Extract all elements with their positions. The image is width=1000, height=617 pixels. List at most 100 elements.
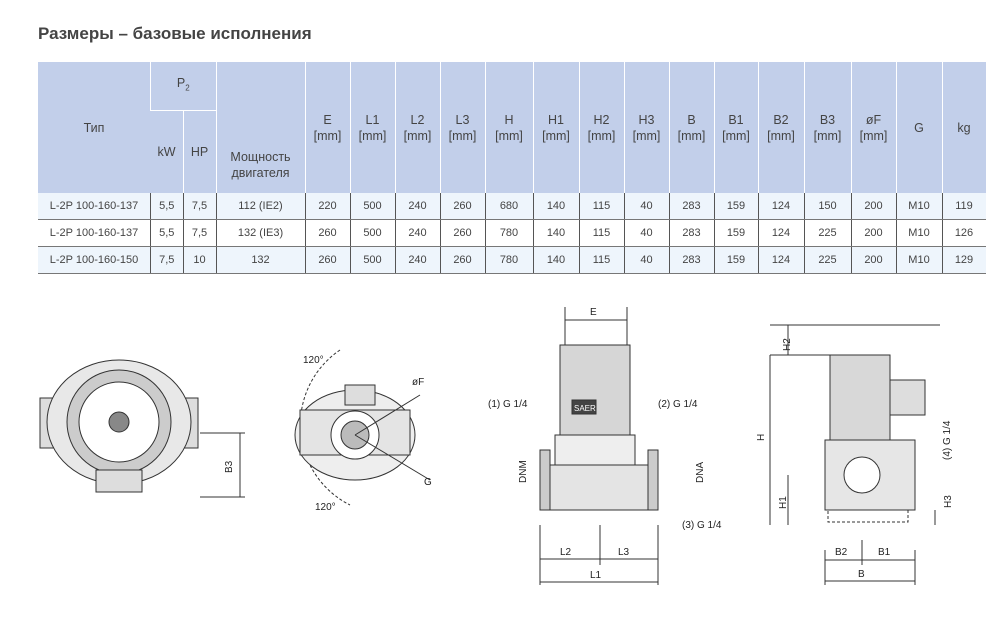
table-cell: 5,5 — [150, 219, 183, 247]
label-g4: (4) G 1/4 — [942, 420, 953, 460]
table-cell: 240 — [394, 246, 440, 274]
header-of: øF[mm] — [850, 62, 896, 193]
table-cell: 10 — [182, 246, 216, 274]
table-cell: 780 — [484, 219, 533, 247]
label-l3: L3 — [618, 547, 630, 558]
flange-view-drawing: 120° 120° øF G — [294, 349, 432, 513]
table-cell: 500 — [349, 246, 395, 274]
table-cell: 119 — [941, 193, 986, 220]
table-cell: M10 — [895, 246, 942, 274]
table-cell: 129 — [941, 246, 986, 274]
header-motor: Мощность двигателя — [215, 62, 305, 193]
table-cell: L-2P 100-160-150 — [38, 246, 151, 274]
table-cell: 240 — [394, 193, 440, 220]
table-cell: 780 — [484, 246, 533, 274]
header-e: E[mm] — [304, 62, 350, 193]
label-g: G — [424, 477, 432, 488]
table-cell: 260 — [304, 246, 350, 274]
table-cell: L-2P 100-160-137 — [38, 219, 151, 247]
front-view-drawing: SAER E (1) G 1/4 (2) G 1/4 DNM DNA L2 L3… — [488, 307, 722, 585]
label-f: øF — [412, 377, 424, 388]
table-cell: 132 — [215, 246, 305, 274]
label-dnm: DNM — [518, 460, 529, 483]
header-h: H[mm] — [484, 62, 533, 193]
table-cell: 112 (IE2) — [215, 193, 305, 220]
table-cell: 132 (IE3) — [215, 219, 305, 247]
header-g: G — [895, 62, 942, 193]
header-b3: B3[mm] — [803, 62, 851, 193]
table-cell: 115 — [578, 246, 624, 274]
header-b1: B1[mm] — [713, 62, 758, 193]
table-cell: 126 — [941, 219, 986, 247]
label-angle-bottom: 120° — [315, 502, 336, 513]
table-cell: 40 — [623, 246, 669, 274]
table-cell: 150 — [803, 193, 851, 220]
header-p2: P2 — [150, 62, 216, 111]
table-cell: 40 — [623, 193, 669, 220]
label-g1: (1) G 1/4 — [488, 399, 528, 410]
label-g3: (3) G 1/4 — [682, 520, 722, 531]
table-cell: 140 — [532, 193, 579, 220]
table-cell: M10 — [895, 193, 942, 220]
header-h3: H3[mm] — [623, 62, 669, 193]
table-cell: 260 — [439, 246, 485, 274]
brand-label: SAER — [574, 404, 596, 413]
header-b: B[mm] — [668, 62, 714, 193]
table-cell: 260 — [304, 219, 350, 247]
label-b3: B3 — [224, 460, 235, 473]
table-cell: M10 — [895, 219, 942, 247]
label-dna: DNA — [695, 462, 706, 483]
label-e: E — [590, 307, 597, 318]
page-title: Размеры – базовые исполнения — [38, 24, 312, 43]
table-cell: 500 — [349, 193, 395, 220]
table-cell: 124 — [757, 246, 804, 274]
table-cell: 260 — [439, 193, 485, 220]
label-h: H — [756, 434, 767, 441]
label-h2: H2 — [782, 338, 793, 351]
table-cell: 283 — [668, 246, 714, 274]
table-cell: 200 — [850, 219, 896, 247]
table-cell: 680 — [484, 193, 533, 220]
table-cell: 140 — [532, 246, 579, 274]
table-cell: 124 — [757, 219, 804, 247]
table-cell: 283 — [668, 219, 714, 247]
table-cell: 159 — [713, 193, 758, 220]
label-b: B — [858, 569, 865, 580]
table-cell: 200 — [850, 246, 896, 274]
header-l1: L1[mm] — [349, 62, 395, 193]
label-angle-top: 120° — [303, 355, 324, 366]
table-cell: 200 — [850, 193, 896, 220]
label-b1: B1 — [878, 547, 891, 558]
header-l3: L3[mm] — [439, 62, 485, 193]
table-cell: 283 — [668, 193, 714, 220]
table-cell: 7,5 — [182, 193, 216, 220]
pump-drawings: B3 120° 120° øF G SAER E (1) G 1/4 (2) G… — [39, 307, 954, 585]
table-cell: 115 — [578, 193, 624, 220]
table-cell: 260 — [439, 219, 485, 247]
table-cell: L-2P 100-160-137 — [38, 193, 151, 220]
table-cell: 140 — [532, 219, 579, 247]
table-cell: 5,5 — [150, 193, 183, 220]
table-cell: 225 — [803, 219, 851, 247]
header-b2: B2[mm] — [757, 62, 804, 193]
table-cell: 7,5 — [150, 246, 183, 274]
table-cell: 159 — [713, 246, 758, 274]
label-l1: L1 — [590, 570, 602, 581]
label-l2: L2 — [560, 547, 572, 558]
table-cell: 7,5 — [182, 219, 216, 247]
header-h2: H2[mm] — [578, 62, 624, 193]
header-kw: kW — [150, 110, 183, 193]
table-cell: 240 — [394, 219, 440, 247]
header-h1: H1[mm] — [532, 62, 579, 193]
label-h3: H3 — [943, 495, 954, 508]
header-hp: HP — [182, 110, 216, 193]
header-l2: L2[mm] — [394, 62, 440, 193]
top-view-drawing: B3 — [39, 359, 245, 498]
header-kg: kg — [941, 62, 986, 193]
table-cell: 220 — [304, 193, 350, 220]
table-cell: 225 — [803, 246, 851, 274]
label-b2: B2 — [835, 547, 848, 558]
